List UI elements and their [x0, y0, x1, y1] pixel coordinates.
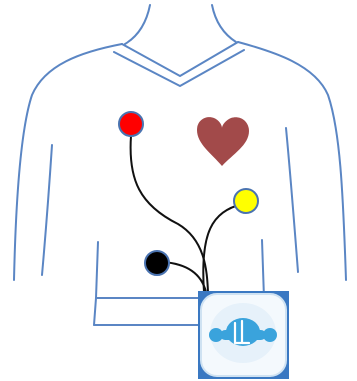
left-arm-inner	[42, 145, 52, 275]
collar-inner	[114, 50, 244, 86]
torso-outline	[14, 5, 346, 325]
red-electrode	[119, 112, 143, 136]
monitor-device-icon	[198, 291, 289, 379]
neck-left	[125, 5, 150, 44]
collar-outer	[122, 42, 238, 76]
right-arm-inner	[286, 128, 298, 272]
right-shoulder	[238, 42, 346, 280]
wire-yellow	[203, 204, 242, 292]
heart-icon	[197, 117, 249, 166]
left-shoulder	[14, 44, 122, 280]
neck-right	[212, 5, 236, 42]
black-electrode	[145, 251, 169, 275]
yellow-electrode	[234, 189, 258, 213]
wire-red	[131, 136, 208, 292]
left-side	[94, 242, 98, 325]
